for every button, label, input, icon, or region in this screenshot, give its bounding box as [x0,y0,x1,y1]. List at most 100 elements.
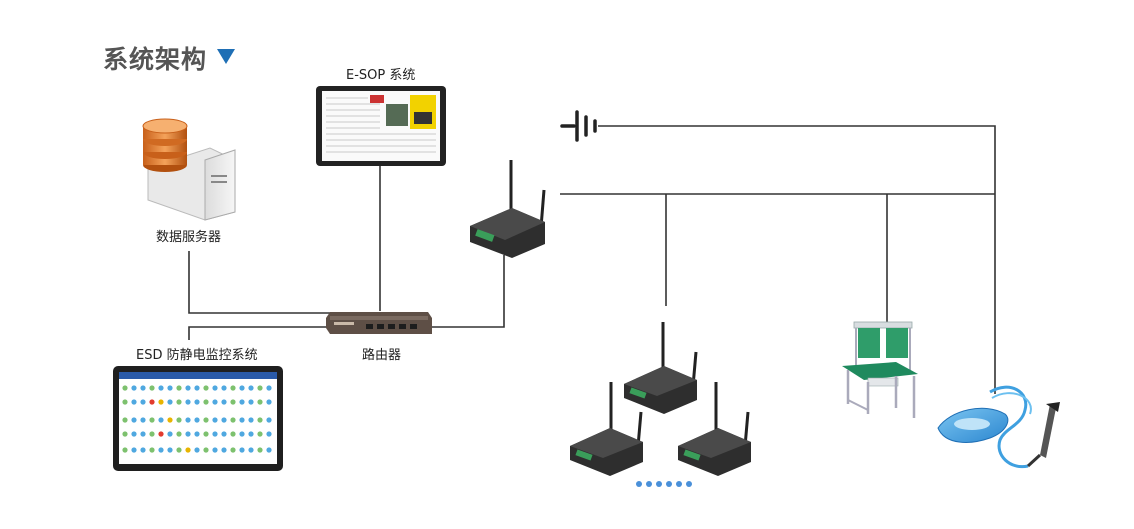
esd-station-dot [221,431,227,437]
label-router: 路由器 [362,348,402,363]
ground-icon [560,110,597,142]
esd-station-dot [203,399,209,405]
esd-station-dot [239,447,245,453]
esd-station-dot [248,385,254,391]
esd-station-dot [176,399,182,405]
esd-station-dot [167,385,173,391]
esd-station-dot [239,385,245,391]
ellipsis-dot [666,481,672,487]
esd-station-dot [221,447,227,453]
esd-station-dot [248,417,254,423]
esd-station-dot [239,399,245,405]
connection-lines [188,125,996,394]
esd-station-dot [230,385,236,391]
esop-monitor-icon [316,86,446,166]
database-server-icon [142,118,236,221]
label-server: 数据服务器 [156,230,222,245]
esd-station-dot [149,447,155,453]
esd-station-dot [257,385,263,391]
ellipsis-dot [656,481,662,487]
workbench-icon [842,321,918,418]
gateway-main-icon [470,160,546,258]
esd-station-dot [212,399,218,405]
esd-station-dot [140,431,146,437]
ellipsis-dot [646,481,652,487]
esd-station-dot [158,431,164,437]
esd-station-dot [140,447,146,453]
line-esd-router [188,326,330,340]
esd-station-dot [266,447,272,453]
esd-station-dot [131,385,137,391]
wrist-strap-icon [937,385,1060,469]
esd-station-dot [221,417,227,423]
esd-station-dot [212,385,218,391]
more-nodes-ellipsis [636,481,692,487]
esd-station-dot [158,447,164,453]
esd-station-dot [248,447,254,453]
esd-station-dot [248,399,254,405]
esd-station-dot [257,399,263,405]
esd-station-dot [221,385,227,391]
esd-station-dot [266,431,272,437]
title-triangle-icon [217,49,235,64]
ellipsis-dot [686,481,692,487]
esd-station-dot [131,417,137,423]
wireless-node-icon-3 [678,382,751,476]
esd-station-dot [176,447,182,453]
ellipsis-dot [636,481,642,487]
esd-station-dot [212,431,218,437]
esd-station-dot [185,399,191,405]
esd-station-dot [149,399,155,405]
esd-station-dot [257,447,263,453]
esd-station-dot [194,385,200,391]
label-esop: E-SOP 系统 [346,68,416,83]
esd-station-dot [230,447,236,453]
esd-station-dot [194,447,200,453]
esd-station-dot [122,447,128,453]
esd-station-dot [158,399,164,405]
line-ground [598,125,996,394]
ellipsis-dot [676,481,682,487]
esd-station-dot [122,417,128,423]
esd-station-dot [239,417,245,423]
esd-station-dot [149,385,155,391]
esd-station-dot [122,385,128,391]
esd-station-dot [221,399,227,405]
line-server-router [188,251,330,314]
esd-station-dot [185,447,191,453]
esd-station-dot [203,385,209,391]
esd-station-dot [149,417,155,423]
router-icon [326,312,432,334]
esd-station-dot [140,417,146,423]
esd-station-dot [167,399,173,405]
esd-station-dot [167,431,173,437]
esd-station-dot [167,447,173,453]
esd-station-dot [194,431,200,437]
esd-station-dot [167,417,173,423]
esd-station-dot [230,431,236,437]
esd-station-dot [203,447,209,453]
esd-station-dot [203,417,209,423]
esd-station-dot [212,447,218,453]
esd-monitor-icon [113,366,283,471]
esd-station-dot [194,399,200,405]
esd-station-dot [176,417,182,423]
esd-station-dot [230,417,236,423]
esd-station-dot [185,431,191,437]
esd-station-dot [131,431,137,437]
line-router-gateway [432,255,505,328]
esd-station-dot [266,399,272,405]
label-esd: ESD 防静电监控系统 [136,348,258,363]
esd-station-dot [257,417,263,423]
esd-station-dot [176,385,182,391]
esd-station-dot [266,417,272,423]
esd-station-dot [131,399,137,405]
wireless-node-icon-1 [624,322,698,414]
esd-station-dot [140,399,146,405]
esd-station-dot [131,447,137,453]
esd-station-dot [203,431,209,437]
esd-station-dot [158,385,164,391]
esd-station-dot [248,431,254,437]
wireless-node-icon-2 [570,382,643,476]
